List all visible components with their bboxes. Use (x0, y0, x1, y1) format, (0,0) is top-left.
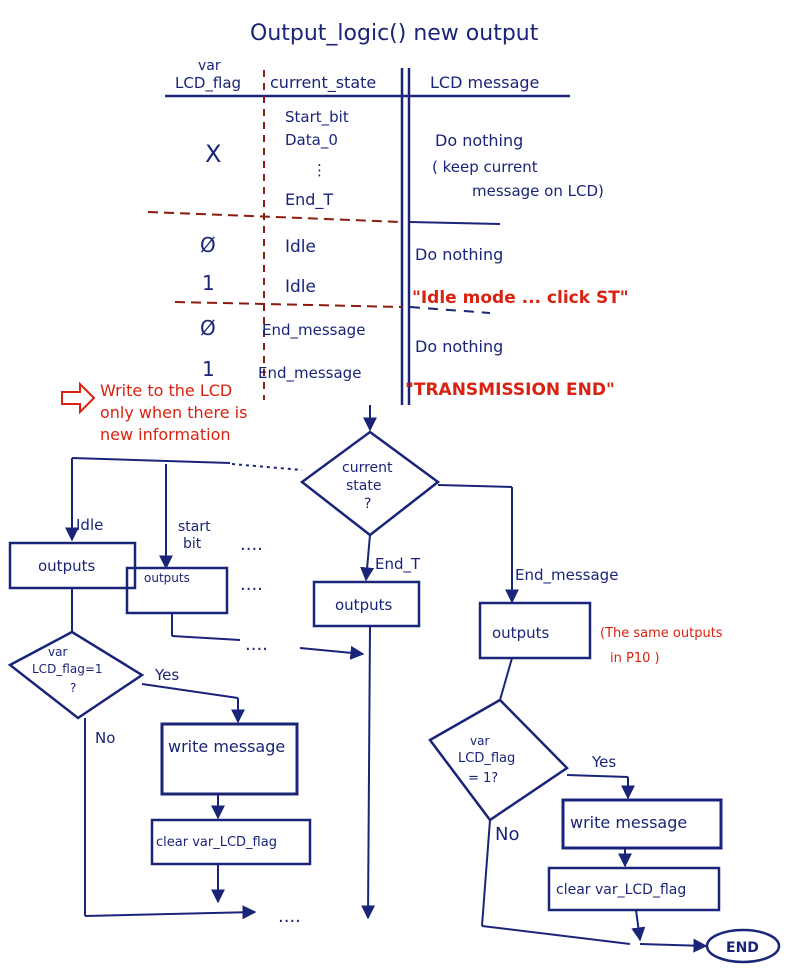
note-line-1: Write to the LCD (100, 381, 232, 400)
endt-down-line (361, 625, 376, 920)
endmessage-to-decision-line (499, 657, 513, 701)
row5-flag: 1 (202, 357, 215, 381)
row2-flag: Ø (200, 233, 216, 257)
outputs-note-line2: in P10 ) (610, 651, 660, 666)
row-separator-1-right (409, 221, 501, 225)
header-lcd-message: LCD message (430, 73, 539, 92)
branch-endt-arrow (360, 534, 375, 582)
write-message-box-left (160, 722, 299, 796)
idle-yes-label: Yes (154, 666, 179, 684)
row1-message-3: message on LCD) (472, 182, 604, 200)
startbit-merge-line (171, 635, 241, 641)
endmessage-no-label: No (495, 824, 519, 845)
row3-message: "Idle mode ... click ST" (412, 288, 629, 308)
row-separator-2 (174, 301, 403, 308)
row1-state-2: Data_0 (285, 131, 338, 150)
row-separator-2-right (409, 306, 491, 314)
row2-message: Do nothing (415, 245, 503, 264)
row4-flag: Ø (200, 316, 216, 340)
header-current-state: current_state (270, 73, 376, 93)
row1-message-1: Do nothing (435, 131, 523, 150)
row1-flag: X (205, 140, 221, 168)
decision-main-line3: ? (364, 496, 371, 512)
row1-state-1: Start_bit (285, 108, 349, 127)
branch-label-bit: bit (183, 536, 202, 552)
idle-yes-line (141, 683, 239, 699)
merge-dots: .... (245, 634, 268, 655)
decision-left-line3: ? (70, 681, 76, 695)
branch-dots-2: .... (240, 574, 263, 595)
decision-main-line1: current (342, 460, 393, 476)
clear-flag-right-label: clear var_LCD_flag (556, 882, 686, 898)
row1-state-4: End_T (285, 190, 333, 210)
clear-flag-box-left (150, 818, 312, 866)
decision-left-line2: LCD_flag=1 (32, 662, 103, 676)
note-line-3: new information (100, 425, 231, 444)
endmessage-yes-label: Yes (591, 753, 616, 771)
outputs-box-endmessage (478, 601, 592, 660)
write-message-box-right (561, 798, 723, 850)
decision-right-line2: LCD_flag (458, 751, 515, 766)
bottom-right-merge-line (481, 925, 631, 945)
row4-message: Do nothing (415, 337, 503, 356)
row-separator-1 (147, 211, 403, 223)
outputs-box-startbit (125, 566, 229, 615)
endmessage-no-line (481, 819, 491, 927)
decision-right-line3: = 1? (468, 771, 498, 786)
row1-message-2: ( keep current (432, 158, 538, 176)
outputs-note-line1: (The same outputs (600, 626, 723, 641)
bottom-merge-line (84, 905, 257, 920)
row2-state: Idle (285, 237, 316, 257)
row1-state-3: ⋮ (312, 161, 327, 179)
outputs-box-endt (312, 580, 421, 628)
clear-flag-left-label: clear var_LCD_flag (156, 835, 277, 850)
branch-top-line-dotted (231, 463, 303, 471)
branch-label-dots: .... (240, 534, 263, 555)
end-terminator (705, 928, 781, 964)
branch-label-endmessage: End_message (515, 566, 618, 585)
bottom-dots: .... (278, 906, 301, 927)
outputs-endt-label: outputs (335, 596, 392, 614)
clear-flag-box-right (547, 866, 721, 912)
endmessage-yes-line (566, 774, 629, 778)
row3-state: Idle (285, 277, 316, 297)
header-var-line1: var (198, 58, 221, 74)
decision-main-line2: state (346, 478, 381, 494)
branch-label-start: start (178, 519, 211, 535)
write-message-left-label: write message (168, 737, 285, 756)
row4-state: End_message (262, 321, 365, 340)
clear-down-arrow-right (631, 909, 646, 942)
startbit-merge-arrow (299, 645, 365, 660)
note-line-2: only when there is (100, 403, 247, 422)
branch-top-line-left (71, 457, 231, 464)
idle-no-label: No (95, 729, 115, 747)
arrow-to-end (639, 938, 708, 953)
note-arrow-icon (61, 381, 96, 415)
branch-label-endt: End_T (375, 555, 421, 574)
decision-left-line1: var (48, 645, 67, 659)
end-label: END (726, 940, 759, 956)
branch-top-line-right (437, 484, 513, 488)
row5-message: "TRANSMISSION END" (405, 380, 615, 400)
row3-flag: 1 (202, 271, 215, 295)
branch-label-idle: Idle (76, 516, 103, 534)
decision-right-line1: var (470, 734, 489, 748)
write-message-right-label: write message (570, 813, 687, 832)
outputs-idle-label: outputs (38, 557, 95, 575)
outputs-startbit-label: outputs (144, 571, 190, 585)
header-var-line2: LCD_flag (175, 74, 241, 93)
row5-state: End_message (258, 364, 361, 383)
decision-idle-flag (7, 630, 145, 720)
outputs-endmessage-label: outputs (492, 624, 549, 642)
diagram-title: Output_logic() new output (250, 21, 539, 46)
